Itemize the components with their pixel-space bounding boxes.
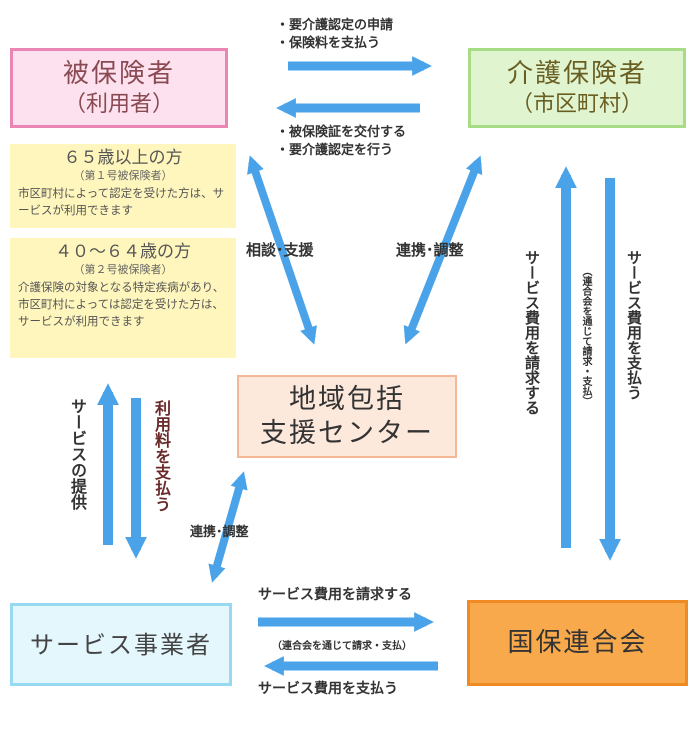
service-provider-box: サービス事業者 (10, 603, 232, 686)
label-via-rengokai-vertical: （連合会を通じて請求・支払） (580, 266, 591, 406)
center-line2: 支援センター (260, 417, 434, 449)
label-do-certification: ・要介護認定を行う (276, 143, 394, 158)
arrow-insured-center (247, 155, 317, 345)
label-issue-certificate: ・被保険証を交付する (276, 125, 407, 140)
kokuho-rengokai-box: 国保連合会 (467, 600, 688, 686)
info-40-64: ４０～６４歳の方 （第２号被保険者） 介護保険の対象となる特定疾病があり、市区町… (10, 238, 236, 358)
label-via-bottom: （連合会を通じて請求・支払） (272, 641, 412, 652)
arrow-center-provider (208, 471, 248, 583)
insurer-box: 介護保険者 （市区町村） (468, 48, 686, 128)
insured-subtitle: （利用者） (63, 92, 174, 117)
insured-box: 被保険者 （利用者） (10, 48, 228, 128)
info-65-over: ６５歳以上の方 （第１号被保険者） 市区町村によって認定を受けた方は、サービスが… (10, 144, 236, 228)
label-pay-fee-vertical: 利用料を支払う (152, 400, 171, 512)
support-center-box: 地域包括 支援センター (237, 375, 457, 458)
info65-body: 市区町村によって認定を受けた方は、サービスが利用できます (18, 186, 225, 217)
label-pay-service-cost-vertical: サービス費用を支払う (625, 250, 643, 400)
label-claim-bottom: サービス費用を請求する (258, 587, 412, 603)
insurer-title: 介護保険者 (506, 59, 647, 89)
info40-heading: ４０～６４歳の方 (55, 242, 191, 262)
info40-body: 介護保険の対象となる特定疾病があり、市区町村によっては認定を受けた方は、サービス… (18, 280, 225, 328)
insurer-subtitle: （市区町村） (510, 92, 643, 117)
label-service-provision-vertical: サービスの提供 (68, 398, 87, 510)
kokuho-title: 国保連合会 (507, 628, 648, 658)
info65-heading: ６５歳以上の方 (63, 148, 183, 168)
provider-title: サービス事業者 (30, 630, 212, 659)
info40-sub: （第２号被保険者） (73, 263, 173, 276)
label-consult-support: 相談･支援 (246, 241, 314, 259)
info65-sub: （第１号被保険者） (73, 169, 173, 182)
label-coordination-lower: 連携･調整 (190, 525, 249, 540)
label-pay-premium: ・保険料を支払う (276, 36, 381, 51)
center-line1: 地域包括 (289, 383, 405, 415)
label-coordination-upper: 連携･調整 (396, 241, 464, 259)
label-claim-service-cost-vertical: サービス費用を請求する (523, 250, 541, 415)
label-apply-certification: ・要介護認定の申請 (276, 18, 394, 33)
label-pay-bottom: サービス費用を支払う (258, 681, 398, 697)
arrow-insurer-center (403, 155, 483, 345)
insured-title: 被保険者 (62, 59, 175, 89)
